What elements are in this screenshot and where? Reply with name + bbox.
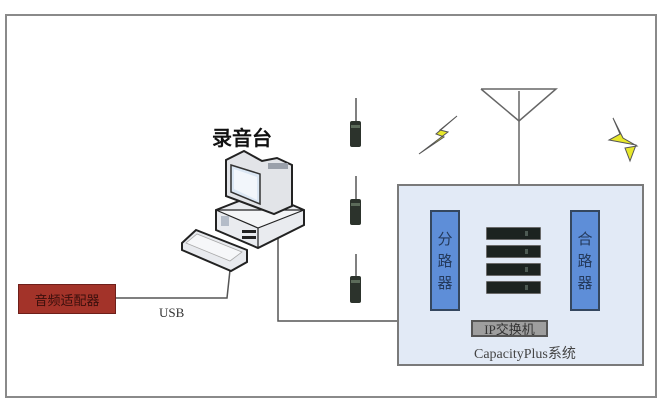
handheld-radio-icon [350, 254, 361, 303]
usb-label: USB [159, 305, 185, 320]
splitter-char: 器 [437, 273, 453, 292]
audio-adapter-box[interactable]: 音频适配器 [18, 284, 116, 314]
handheld-radio-icon [350, 176, 361, 225]
repeater-rack-icon [486, 227, 541, 240]
splitter-char: 路 [437, 251, 453, 270]
desktop-computer-icon [181, 149, 305, 273]
repeater-rack-icon [486, 245, 541, 258]
repeater-rack-icon [486, 263, 541, 276]
recorder-title: 录音台 [212, 126, 272, 150]
combiner-char: 路 [577, 251, 593, 270]
splitter-char: 分 [437, 229, 453, 248]
combiner-char: 器 [577, 273, 593, 292]
repeater-rack-icon [486, 281, 541, 294]
usb-cable [116, 269, 231, 299]
combiner-char: 合 [577, 229, 593, 248]
antenna-icon [480, 88, 559, 184]
combiner-box[interactable]: 合 路 器 [570, 210, 600, 311]
lightning-bolt-icon [418, 115, 458, 155]
ip-switch-box[interactable]: IP交换机 [471, 320, 548, 337]
handheld-radio-icon [350, 98, 361, 147]
system-label: CapacityPlus系统 [474, 347, 576, 362]
lightning-bolt-icon [607, 117, 639, 163]
splitter-box[interactable]: 分 路 器 [430, 210, 460, 311]
